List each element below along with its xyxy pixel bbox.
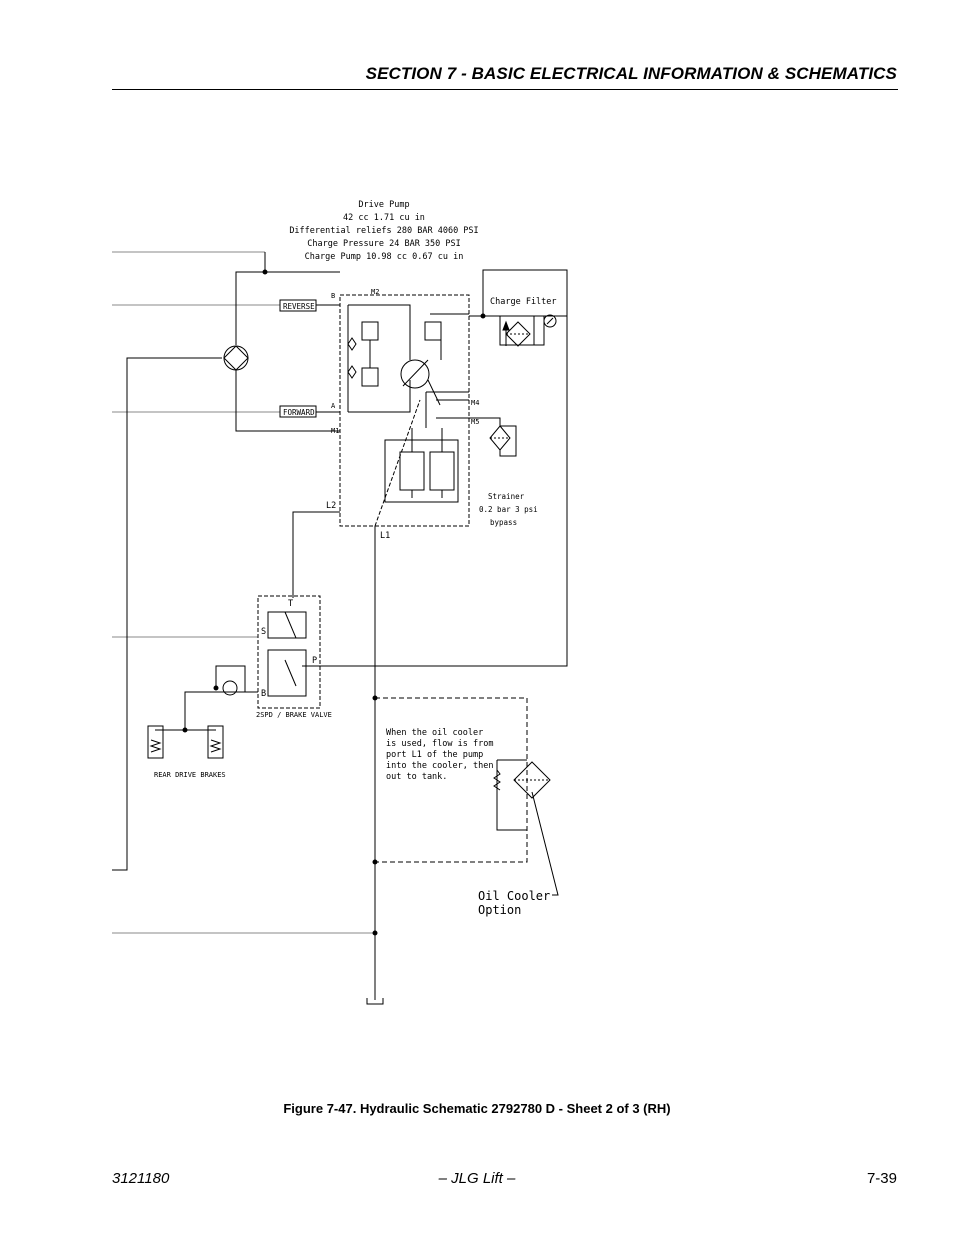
relief-valve-1	[361, 321, 379, 341]
check-valve-2	[347, 365, 357, 379]
oil-cooler-note-line: out to tank.	[386, 772, 447, 782]
pump-inner-line-2	[348, 380, 411, 413]
reverse-label: REVERSE	[283, 302, 315, 311]
loop-line-b	[235, 271, 340, 345]
servo-block	[384, 439, 459, 503]
valve-port-t: T	[288, 599, 293, 609]
port-l2-label: L2	[326, 501, 336, 511]
drive-pump-line: Drive Pump	[358, 200, 409, 210]
shuttle-valve	[223, 345, 249, 371]
brake-supply-line	[184, 691, 258, 730]
pump-inner-line-1	[348, 304, 411, 360]
drive-pump-line: Charge Pump 10.98 cc 0.67 cu in	[305, 252, 464, 262]
loop-line-a	[235, 370, 340, 432]
port-m1-label: M1	[331, 427, 339, 435]
charge-filter-symbol	[505, 321, 531, 347]
case-drain-dashed	[374, 399, 421, 527]
doc-number: 3121180	[112, 1170, 170, 1187]
valve-spool-1	[267, 611, 307, 639]
relief-valve-2	[361, 367, 379, 387]
left-return-line	[112, 357, 222, 871]
valve-port-b: B	[261, 689, 266, 699]
pressure-gauge	[543, 314, 557, 328]
valve-port-p: P	[312, 656, 317, 666]
charge-return-line	[302, 269, 568, 667]
oil-cooler-symbol	[513, 761, 551, 799]
oil-cooler-note-line: When the oil cooler	[386, 728, 483, 738]
port-a-label: A	[331, 402, 336, 410]
strainer-label: bypass	[490, 518, 517, 527]
section-title: SECTION 7 - BASIC ELECTRICAL INFORMATION…	[365, 64, 897, 83]
publisher: – JLG Lift –	[438, 1170, 516, 1187]
check-valve-1	[347, 337, 357, 351]
oil-cooler-title: Option	[478, 903, 521, 917]
shuttle-diamond	[223, 345, 249, 371]
junction-dot	[213, 685, 219, 691]
tank-symbol	[366, 998, 384, 1005]
port-m5-label: M5	[471, 418, 479, 426]
brake-cylinder-1	[147, 725, 164, 759]
junction-dot	[262, 269, 268, 275]
l2-line	[292, 511, 340, 598]
figure-caption: Figure 7-47. Hydraulic Schematic 2792780…	[283, 1101, 671, 1116]
port-m4-label: M4	[471, 399, 479, 407]
junction-dot	[372, 930, 378, 936]
drive-pump-envelope	[339, 294, 470, 527]
servo-valve-2	[429, 451, 455, 491]
oil-cooler-title: Oil Cooler	[478, 889, 550, 903]
check-valve-brake	[222, 680, 238, 696]
oil-cooler-note-line: into the cooler, then	[386, 761, 493, 771]
charge-filter-label: Charge Filter	[490, 297, 557, 307]
main-pump-symbol	[400, 359, 430, 389]
forward-label: FORWARD	[283, 408, 315, 417]
port-l1-label: L1	[380, 531, 390, 541]
junction-dot	[372, 859, 378, 865]
header-rule	[112, 89, 898, 90]
valve-spool-2	[267, 649, 307, 697]
junction-dot	[480, 313, 486, 319]
oil-cooler-note-line: is used, flow is from	[386, 739, 493, 749]
drive-pump-line: Charge Pressure 24 BAR 350 PSI	[307, 239, 461, 249]
servo-valve-1	[399, 451, 425, 491]
strainer-symbol	[489, 425, 511, 451]
port-m2-label: M2	[371, 288, 379, 296]
brake-valve-body	[257, 595, 321, 709]
oil-cooler-note-line: port L1 of the pump	[386, 750, 483, 760]
brake-cylinder-2	[207, 725, 224, 759]
brake-valve-label: 2SPD / BRAKE VALVE	[256, 711, 332, 719]
port-b-label: B	[331, 292, 335, 300]
page-number: 7-39	[866, 1170, 897, 1187]
junction-dot	[372, 695, 378, 701]
drive-pump-line: 42 cc 1.71 cu in	[343, 213, 425, 223]
valve-port-s: S	[261, 627, 266, 637]
oil-cooler-leader	[531, 791, 559, 896]
strainer-label: Strainer	[488, 492, 525, 501]
rear-drive-brakes-label: REAR DRIVE BRAKES	[154, 771, 226, 779]
charge-relief	[424, 321, 442, 341]
strainer-label: 0.2 bar 3 psi	[479, 505, 538, 514]
drive-pump-line: Differential reliefs 280 BAR 4060 PSI	[289, 226, 478, 236]
